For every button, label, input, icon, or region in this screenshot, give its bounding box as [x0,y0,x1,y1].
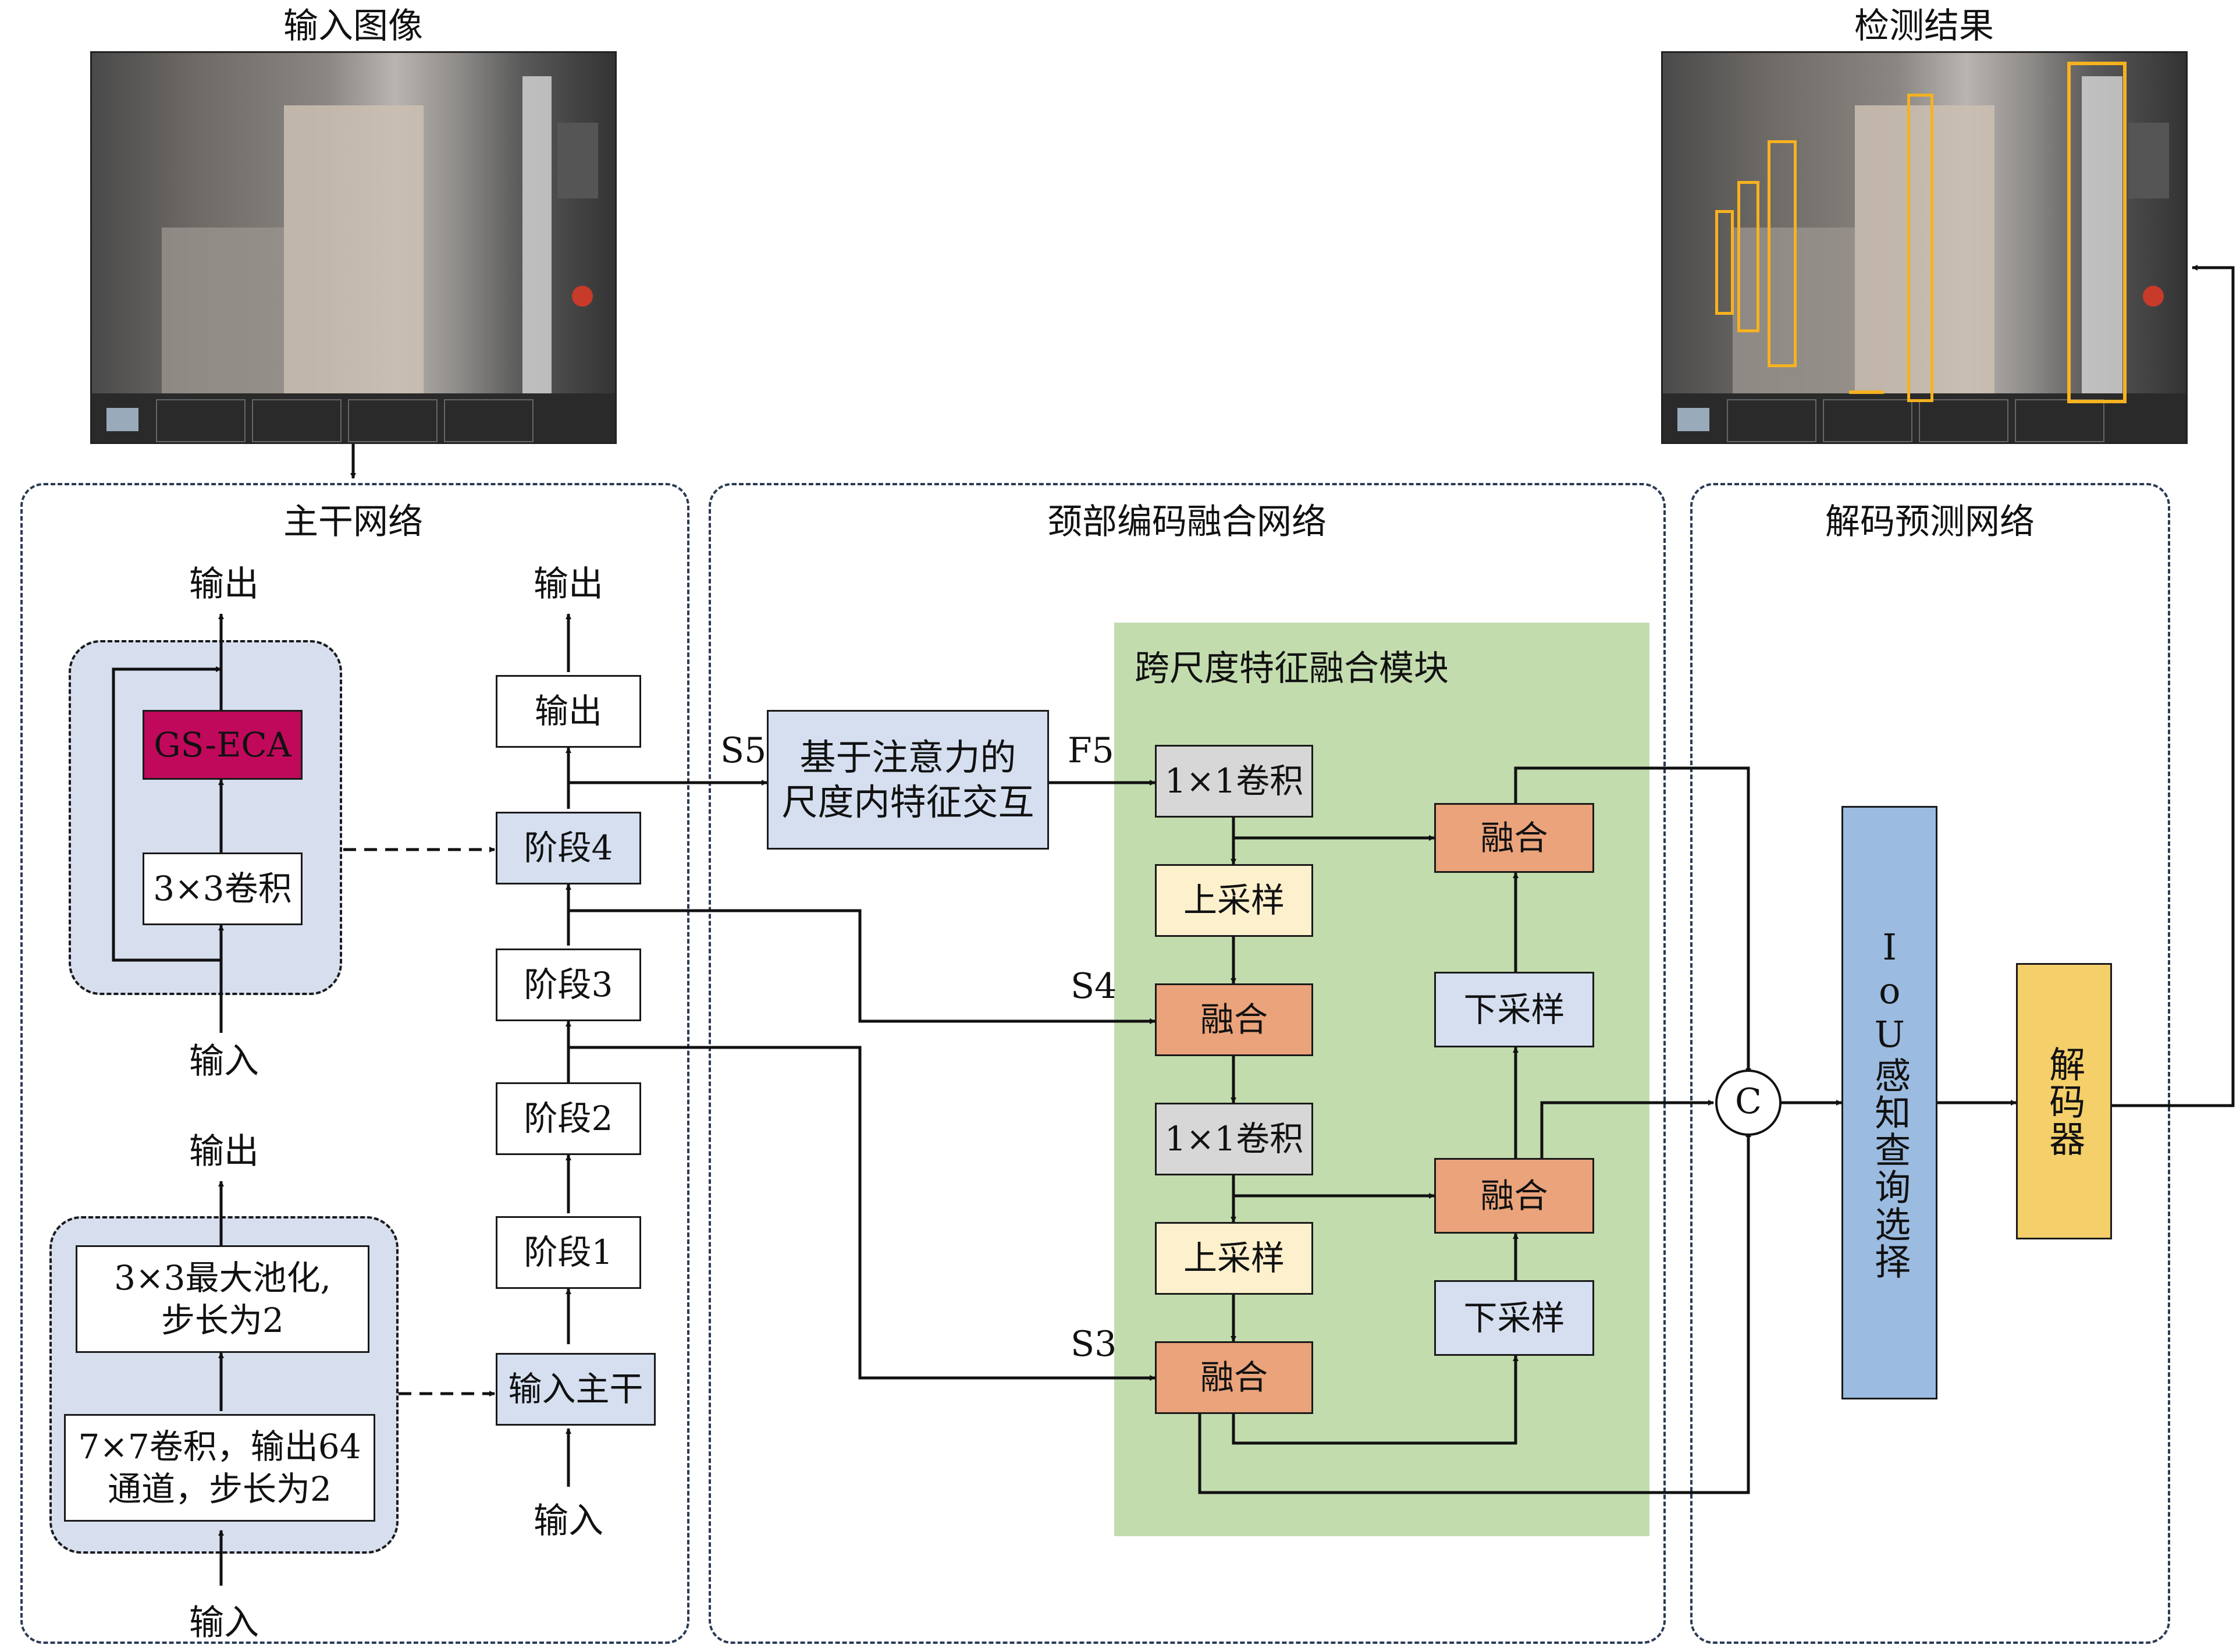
s3-label: S3 [1071,1324,1117,1365]
conv7-line1: 7×7卷积，输出64 [78,1427,361,1466]
backbone-input-label: 输入 [534,1501,603,1541]
fuse-s3-box: 融合 [1155,1341,1313,1414]
fuse-mid-box: 融合 [1434,1158,1594,1234]
downsample-a-box: 下采样 [1434,972,1594,1047]
input-image [90,51,617,444]
stage-detail-input-label: 输入 [189,1041,259,1082]
detection-box [1737,181,1759,332]
f5-label: F5 [1068,730,1114,771]
conv1x1-a-box: 1×1卷积 [1155,745,1313,818]
maxpool-box: 3×3最大池化, 步长为2 [76,1245,369,1353]
ccff-title: 跨尺度特征融合模块 [1135,648,1449,689]
s4-label: S4 [1071,966,1117,1007]
detection-box [1715,210,1734,315]
decoder-region [1690,483,2170,1644]
concat-label: C [1735,1081,1762,1122]
detection-box [1849,390,1884,394]
gs-eca-box: GS-ECA [143,710,303,780]
stage3-box: 阶段3 [496,948,641,1021]
backbone-title: 主干网络 [283,502,423,542]
concat-node [1715,1070,1782,1136]
input-image-title: 输入图像 [283,6,423,47]
aifi-line1: 基于注意力的 [799,736,1016,779]
conv7-box: 7×7卷积，输出64 通道，步长为2 [64,1414,375,1522]
decoder-box: 解码器 [2016,963,2112,1239]
aifi-line2: 尺度内特征交互 [781,781,1034,823]
stage-detail-output-label: 输出 [189,564,259,605]
conv3x3-box: 3×3卷积 [143,852,303,925]
stage1-box: 阶段1 [496,1216,641,1289]
downsample-b-box: 下采样 [1434,1280,1594,1356]
maxpool-line2: 步长为2 [161,1300,284,1340]
query-select-box: IoU感知查询选择 [1841,806,1937,1399]
backbone-output-label: 输出 [534,564,603,605]
upsample-b-box: 上采样 [1155,1222,1313,1295]
backbone-output-box: 输出 [496,675,641,748]
decoder-title: 解码预测网络 [1825,502,2035,542]
stem-detail-output-label: 输出 [189,1131,259,1172]
fuse-s4-box: 融合 [1155,983,1313,1056]
stage4-box: 阶段4 [496,812,641,884]
stem-box: 输入主干 [496,1353,656,1426]
neck-region [709,483,1666,1644]
conv7-line2: 通道，步长为2 [108,1469,332,1509]
maxpool-line1: 3×3最大池化, [114,1258,331,1298]
upsample-a-box: 上采样 [1155,864,1313,937]
backbone-region [20,483,689,1644]
detection-box [2067,62,2127,403]
detection-box [1907,94,1933,402]
s5-label: S5 [720,730,767,771]
aifi-box: 基于注意力的 尺度内特征交互 [767,710,1049,850]
detection-box [1768,140,1797,367]
conv1x1-b-box: 1×1卷积 [1155,1103,1313,1175]
fuse-top-box: 融合 [1434,803,1594,873]
detection-result-image [1661,51,2188,444]
detection-result-title: 检测结果 [1854,6,1994,47]
neck-title: 颈部编码融合网络 [1047,502,1327,542]
stem-detail-input-label: 输入 [189,1603,259,1643]
stage2-box: 阶段2 [496,1082,641,1155]
